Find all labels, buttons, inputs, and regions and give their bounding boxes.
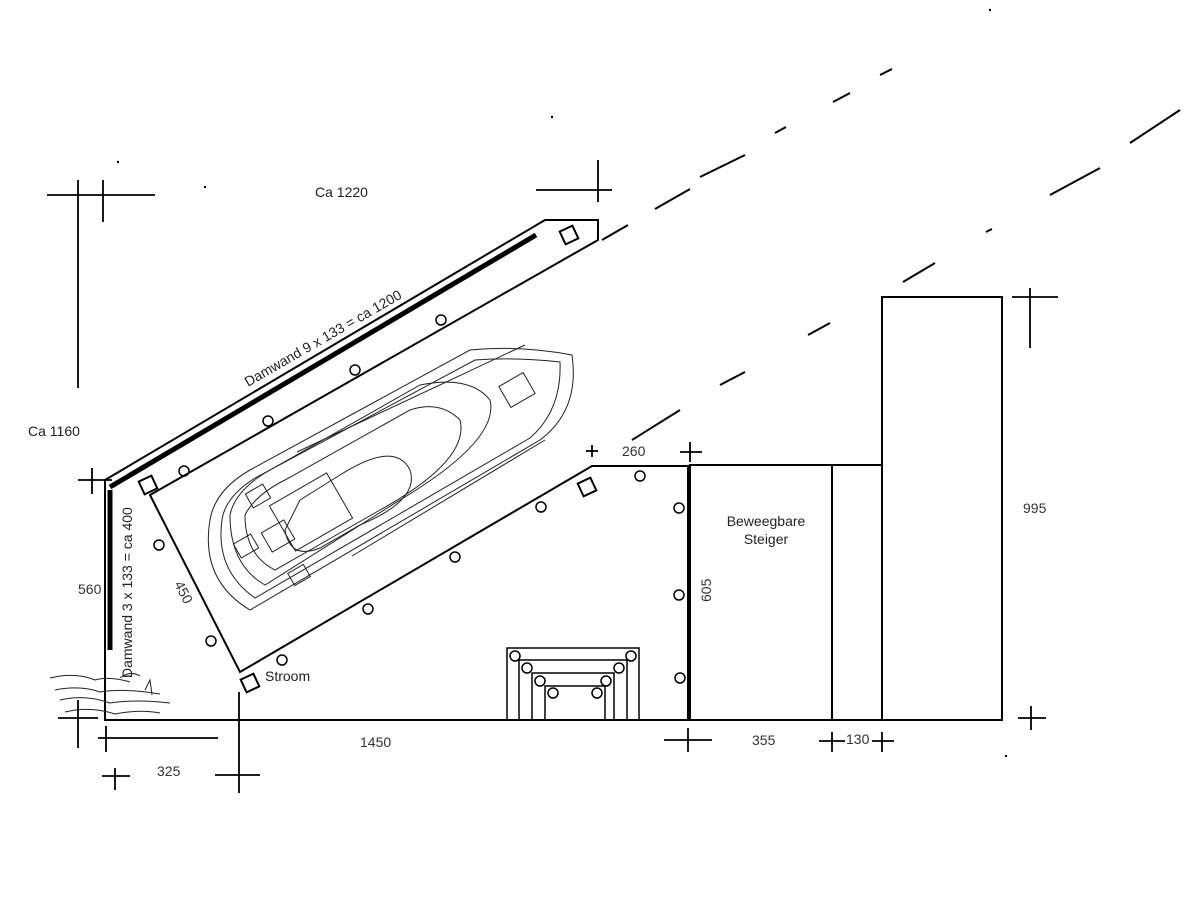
post-circle bbox=[276, 654, 288, 666]
label-dim-560: 560 bbox=[78, 581, 102, 597]
label-ca-1220: Ca 1220 bbox=[315, 184, 368, 200]
plot-outline bbox=[104, 219, 689, 721]
label-dim-260: 260 bbox=[622, 443, 646, 459]
label-damwand-left: Damwand 3 x 133 = ca 400 bbox=[119, 507, 135, 678]
label-damwand-top: Damwand 9 x 133 = ca 1200 bbox=[242, 286, 405, 389]
dash-mark bbox=[1129, 109, 1181, 144]
post-circle bbox=[349, 364, 361, 376]
post-circle bbox=[262, 415, 274, 427]
label-stroom: Stroom bbox=[265, 668, 310, 684]
tall-block bbox=[881, 296, 1003, 721]
bollard-square bbox=[137, 474, 159, 496]
crosshair-marks bbox=[47, 160, 1058, 793]
label-dim-995: 995 bbox=[1023, 500, 1047, 516]
stairs bbox=[506, 647, 640, 721]
beweegbare-steiger-box bbox=[689, 464, 883, 721]
dash-mark bbox=[879, 68, 893, 76]
dash-mark bbox=[631, 409, 681, 441]
dash-mark bbox=[654, 188, 691, 210]
boat-outline bbox=[207, 344, 574, 611]
label-dim-450: 450 bbox=[171, 578, 196, 606]
dash-mark bbox=[902, 262, 936, 283]
dash-mark bbox=[985, 228, 993, 233]
bollard-square bbox=[558, 224, 580, 246]
dashed-guides bbox=[601, 68, 1181, 441]
bollard-square bbox=[239, 672, 261, 694]
label-dim-325: 325 bbox=[157, 763, 181, 779]
post-circle bbox=[205, 635, 217, 647]
label-dim-1450: 1450 bbox=[360, 734, 391, 750]
label-steiger-line2: Steiger bbox=[744, 531, 789, 547]
post-circle bbox=[153, 539, 165, 551]
dash-mark bbox=[774, 126, 787, 134]
label-ca-1160: Ca 1160 bbox=[28, 423, 80, 439]
label-steiger-line1: Beweegbare bbox=[727, 513, 806, 529]
right-structures bbox=[689, 296, 1003, 721]
bollard-square bbox=[576, 476, 598, 498]
label-dim-355: 355 bbox=[752, 732, 776, 748]
post-circle bbox=[435, 314, 447, 326]
stray-dots bbox=[116, 8, 1008, 758]
label-dim-130: 130 bbox=[846, 731, 870, 747]
label-dim-605: 605 bbox=[698, 578, 714, 602]
post-circle bbox=[673, 502, 685, 514]
dash-mark bbox=[719, 371, 746, 386]
reed-scribble bbox=[49, 672, 171, 715]
damwand-wall-top bbox=[108, 232, 538, 490]
dash-mark bbox=[699, 154, 746, 178]
post-circle bbox=[674, 672, 686, 684]
mooring-posts bbox=[153, 314, 686, 684]
post-circle bbox=[362, 603, 374, 615]
post-circle bbox=[535, 501, 547, 513]
bollards bbox=[137, 224, 598, 694]
post-circle bbox=[673, 589, 685, 601]
dash-mark bbox=[601, 224, 629, 241]
dash-mark bbox=[1049, 167, 1101, 196]
dash-mark bbox=[807, 322, 831, 336]
post-circle bbox=[178, 465, 190, 477]
dash-mark bbox=[832, 92, 851, 103]
post-circle bbox=[634, 470, 646, 482]
post-circle bbox=[449, 551, 461, 563]
